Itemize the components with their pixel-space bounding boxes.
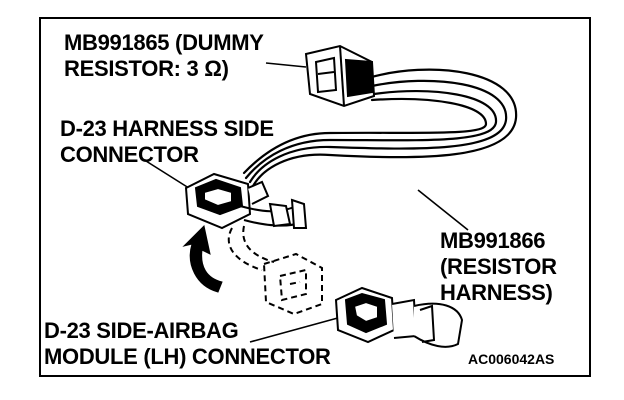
- dummy-resistor-connector: [304, 44, 376, 108]
- dashed-connector-outline: [227, 225, 323, 316]
- leader-airbag-connector: [249, 315, 346, 343]
- airbag-module-connector: [334, 286, 464, 348]
- resistor-harness-wires: [242, 68, 518, 190]
- leader-dummy-resistor: [265, 62, 307, 68]
- harness-side-connector: [184, 172, 308, 230]
- diagram-frame: [39, 17, 591, 377]
- leader-harness-side: [145, 160, 193, 191]
- figure-id: AC006042AS: [468, 351, 555, 367]
- harness-side-connector-label: D-23 HARNESS SIDE CONNECTOR: [60, 116, 274, 167]
- airbag-connector-label: D-23 SIDE-AIRBAG MODULE (LH) CONNECTOR: [44, 318, 331, 369]
- dummy-resistor-label: MB991865 (DUMMY RESISTOR: 3 Ω): [64, 30, 264, 81]
- direction-arrow: [182, 224, 223, 293]
- resistor-harness-label: MB991866 (RESISTOR HARNESS): [440, 228, 557, 305]
- leader-resistor-harness: [417, 189, 469, 231]
